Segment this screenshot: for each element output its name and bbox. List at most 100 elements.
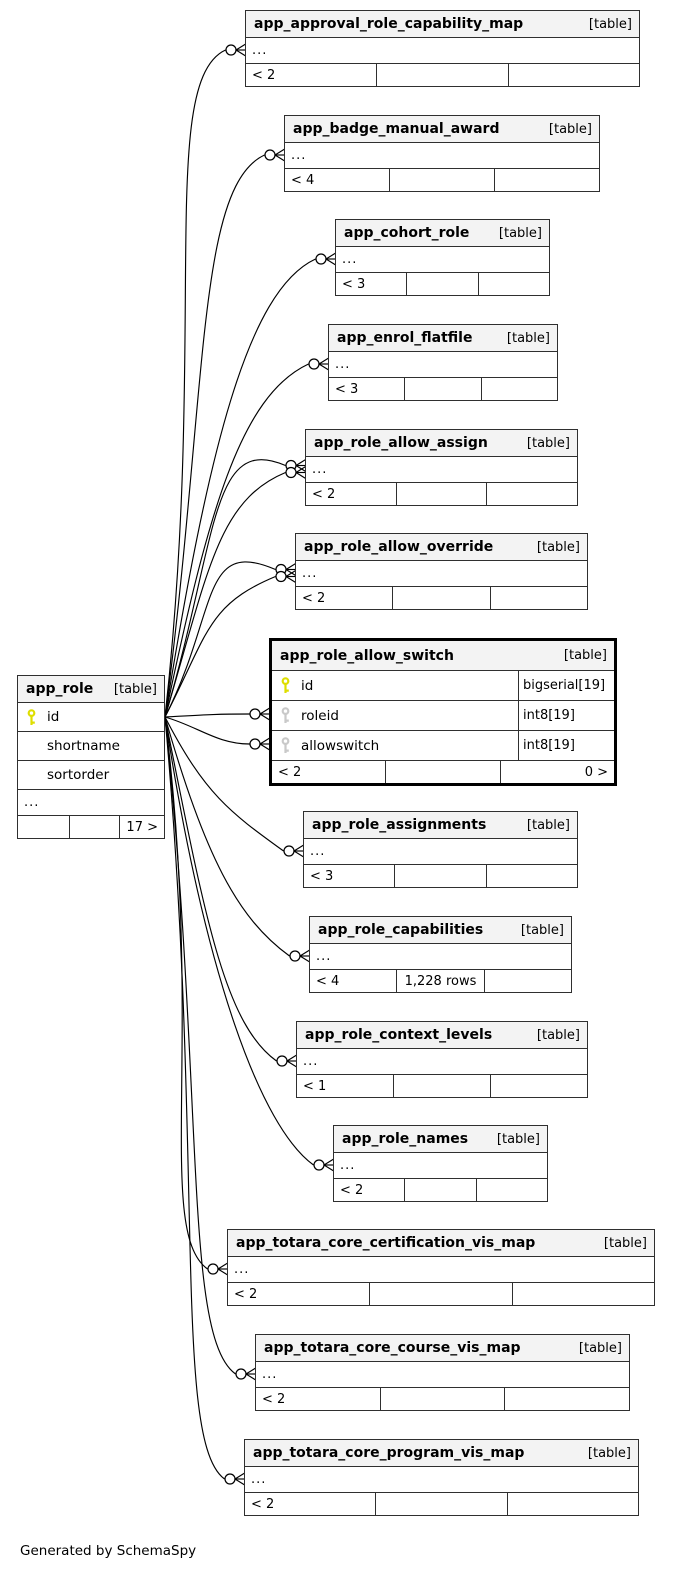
- foreign-key-icon: [281, 707, 290, 723]
- table-course[interactable]: app_totara_core_course_vis_map[table]...…: [255, 1334, 630, 1411]
- table-type-tag: [table]: [520, 922, 564, 938]
- collapsed-columns-row: ...: [285, 143, 599, 169]
- footer-cell: < 4: [291, 172, 315, 188]
- table-type-tag: [table]: [548, 121, 592, 137]
- table-program[interactable]: app_totara_core_program_vis_map[table]..…: [244, 1439, 639, 1516]
- table-footer: < 4 1,228 rows: [310, 970, 571, 992]
- collapsed-columns-row: ...: [306, 457, 577, 483]
- footer-cell: [477, 273, 549, 295]
- table-context[interactable]: app_role_context_levels [table]...< 1: [296, 1021, 588, 1098]
- table-title[interactable]: app_totara_core_certification_vis_map: [236, 1235, 536, 1251]
- footer-cell: < 2: [302, 590, 326, 606]
- footer-cell: [394, 865, 485, 887]
- collapsed-columns-row: ...: [297, 1049, 587, 1075]
- column-name: sortorder: [47, 767, 110, 783]
- primary-key-icon: [27, 708, 36, 725]
- column-row-shortname: shortname: [18, 732, 164, 761]
- table-title[interactable]: app_role_allow_override: [304, 539, 494, 555]
- table-footer: < 3: [304, 865, 577, 887]
- table-enrol[interactable]: app_enrol_flatfile[table]...< 3: [328, 324, 558, 401]
- column-name: allowswitch: [301, 737, 380, 754]
- fk-connector-cohort: [164, 252, 337, 718]
- table-footer: < 2: [306, 483, 577, 505]
- table-assignments[interactable]: app_role_assignments [table]... < 3: [303, 811, 578, 888]
- collapsed-columns-row: ...: [18, 790, 164, 816]
- table-type-tag: [table]: [603, 1235, 647, 1251]
- table-header: app_totara_core_certification_vis_map [ta…: [228, 1230, 654, 1257]
- table-title[interactable]: app_role_allow_assign: [314, 435, 488, 451]
- footer-cell: < 2: [251, 1496, 275, 1512]
- table-header: app_totara_core_program_vis_map[table]: [245, 1440, 638, 1467]
- footer-cell: < 4: [316, 973, 340, 989]
- table-type-tag: [table]: [536, 1027, 580, 1043]
- table-header: app_role_names[table]: [334, 1126, 547, 1153]
- fk-connector-names: [164, 716, 335, 1172]
- footer-cell: [483, 970, 571, 992]
- table-title[interactable]: app_cohort_role: [344, 225, 470, 241]
- table-footer: < 1: [297, 1075, 587, 1097]
- fk-connector-capabilities: [164, 716, 311, 963]
- collapsed-columns-row: ...: [310, 944, 571, 970]
- footer-cell: [406, 273, 477, 295]
- column-name: shortname: [47, 738, 120, 754]
- table-type-tag: [table]: [526, 817, 570, 833]
- table-header: app_role_context_levels [table]: [297, 1022, 587, 1049]
- table-assign[interactable]: app_role_allow_assign[table]...< 2: [305, 429, 578, 506]
- table-type-tag: [table]: [578, 1340, 622, 1356]
- table-title[interactable]: app_role_context_levels: [305, 1027, 493, 1043]
- footer-cell: [379, 1388, 505, 1410]
- foreign-key-icon: [281, 737, 290, 753]
- table-capabilities[interactable]: app_role_capabilities [table]... < 4 1,228 …: [309, 916, 572, 993]
- footer-cell: [475, 1179, 547, 1201]
- fk-connector-program: [164, 716, 246, 1486]
- footer-cell: [389, 169, 494, 191]
- table-approval[interactable]: app_approval_role_capability_map[table].…: [245, 10, 640, 87]
- collapsed-columns-row: ...: [304, 839, 577, 865]
- column-row-id: id: [18, 703, 164, 732]
- footer-cell: [504, 1388, 629, 1410]
- table-title[interactable]: app_role: [26, 681, 94, 697]
- table-type-tag: [table]: [536, 539, 580, 555]
- table-title[interactable]: app_role_capabilities: [318, 922, 484, 938]
- table-names[interactable]: app_role_names[table]...< 2: [333, 1125, 548, 1202]
- footer-cell: < 2: [312, 486, 336, 502]
- footer-cell: 1,228 rows: [396, 970, 483, 992]
- table-override[interactable]: app_role_allow_override[table]...< 2: [295, 533, 588, 610]
- footer-cell: [485, 865, 577, 887]
- collapsed-columns-row: ...: [246, 38, 639, 64]
- table-badge[interactable]: app_badge_manual_award [table]... < 4: [284, 115, 600, 192]
- table-title[interactable]: app_badge_manual_award: [293, 121, 500, 137]
- footer-cell: < 2: [278, 764, 302, 780]
- fk-connector-assignments: [164, 716, 305, 858]
- footer-cell: < 3: [310, 868, 334, 884]
- table-footer: < 3: [329, 378, 557, 400]
- footer-cell: [69, 816, 119, 838]
- table-title[interactable]: app_role_names: [342, 1131, 469, 1147]
- table-header: app_role_allow_override [table]: [296, 534, 587, 561]
- table-cert[interactable]: app_totara_core_certification_vis_map [ta…: [227, 1229, 655, 1306]
- collapsed-columns-row: ...: [334, 1153, 547, 1179]
- table-header: app_badge_manual_award [table]: [285, 116, 599, 143]
- footer-cell: [393, 1075, 490, 1097]
- table-cohort[interactable]: app_cohort_role[table]...< 3: [335, 219, 550, 296]
- table-title[interactable]: app_approval_role_capability_map: [254, 16, 524, 32]
- table-title[interactable]: app_totara_core_course_vis_map: [264, 1340, 521, 1356]
- primary-key-icon: [281, 677, 290, 693]
- footer-cell: [375, 1493, 506, 1515]
- fk-connector-assign: [164, 458, 307, 718]
- table-title[interactable]: app_role_assignments: [312, 817, 487, 833]
- column-name: roleid: [301, 707, 339, 724]
- table-header: app_approval_role_capability_map[table]: [246, 11, 639, 38]
- table-title[interactable]: app_totara_core_program_vis_map: [253, 1445, 525, 1461]
- table-title[interactable]: app_role_allow_switch: [280, 647, 454, 664]
- table-header: app_role_capabilities [table]: [310, 917, 571, 944]
- table-title[interactable]: app_enrol_flatfile: [337, 330, 473, 346]
